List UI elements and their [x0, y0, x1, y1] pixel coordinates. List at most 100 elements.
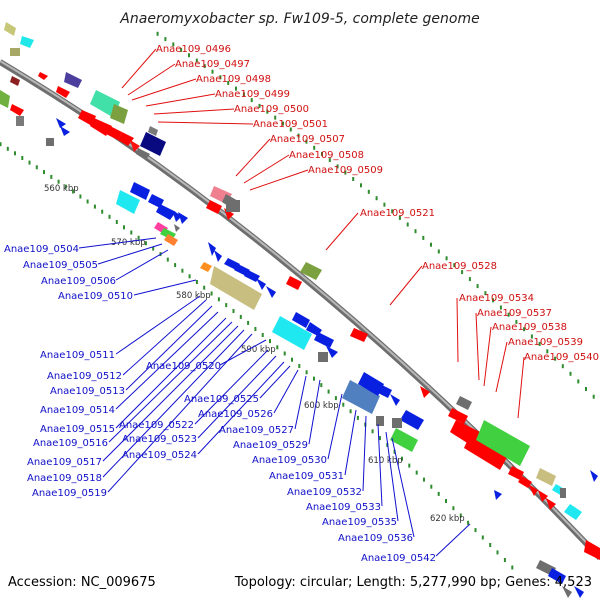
gene-label-0524[interactable]: Anae109_0524	[122, 450, 197, 461]
gene-label-0532[interactable]: Anae109_0532	[287, 487, 362, 498]
forward-leader-lines	[121, 48, 525, 419]
gc-tick	[507, 312, 510, 317]
gc-tick	[282, 121, 284, 126]
gc-tick	[152, 246, 155, 251]
gene-label-0519[interactable]: Anae109_0519	[32, 488, 107, 499]
gene-label-0527[interactable]: Anae109_0527	[219, 425, 294, 436]
gc-tick	[334, 396, 337, 401]
gene-label-0537[interactable]: Anae109_0537	[477, 308, 552, 319]
gc-tick	[489, 543, 492, 547]
gc-tick	[391, 209, 394, 214]
gene-label-0504[interactable]: Anae109_0504	[4, 244, 79, 255]
gc-tick	[398, 215, 401, 220]
gc-tick	[408, 463, 411, 468]
gc-tick	[461, 270, 464, 275]
gene-label-0511[interactable]: Anae109_0511	[40, 350, 115, 361]
gene-label-0536[interactable]: Anae109_0536	[338, 533, 413, 544]
gc-tick	[203, 285, 206, 290]
scale-label-620: 620 kbp	[430, 514, 465, 524]
gc-tick	[195, 280, 198, 284]
gene-label-0496[interactable]: Anae109_0496	[156, 44, 231, 55]
gc-tick	[254, 327, 257, 331]
gc-tick	[211, 69, 214, 74]
gene-label-0542[interactable]: Anae109_0542	[361, 553, 436, 564]
gc-tick	[86, 199, 89, 204]
gc-tick	[57, 179, 60, 184]
gc-tick	[538, 341, 541, 346]
gene-label-0518[interactable]: Anae109_0518	[27, 473, 102, 484]
gene-label-0516[interactable]: Anae109_0516	[33, 438, 108, 449]
gc-tick	[298, 364, 301, 368]
gene-label-0528[interactable]: Anae109_0528	[422, 261, 497, 272]
gc-tick	[344, 170, 347, 175]
gc-tick	[123, 225, 125, 230]
gc-tick	[305, 370, 308, 375]
gene-label-0530[interactable]: Anae109_0530	[252, 455, 327, 466]
gene-label-0514[interactable]: Anae109_0514	[40, 405, 115, 416]
gc-tick	[367, 189, 370, 194]
gene-label-0538[interactable]: Anae109_0538	[492, 322, 567, 333]
gc-tick	[269, 339, 271, 344]
gene-label-0515[interactable]: Anae109_0515	[40, 424, 115, 435]
gene-label-0497[interactable]: Anae109_0497	[175, 59, 250, 70]
gc-tick	[305, 139, 308, 144]
gc-tick	[554, 356, 557, 361]
gene-label-0531[interactable]: Anae109_0531	[269, 471, 344, 482]
gene-label-0525[interactable]: Anae109_0525	[184, 394, 259, 405]
gene-label-0499[interactable]: Anae109_0499	[215, 89, 290, 100]
gc-tick	[289, 127, 292, 132]
gene-label-0534[interactable]: Anae109_0534	[459, 293, 534, 304]
gene-label-0522[interactable]: Anae109_0522	[119, 420, 194, 431]
gc-tick	[414, 229, 417, 234]
gene-label-0526[interactable]: Anae109_0526	[198, 409, 273, 420]
gene-label-0509[interactable]: Anae109_0509	[308, 165, 383, 176]
scale-label-610: 610 kbp	[368, 456, 403, 466]
gc-tick	[291, 357, 293, 362]
gene-label-0533[interactable]: Anae109_0533	[306, 502, 381, 513]
gc-tick	[174, 263, 177, 268]
gc-tick	[468, 277, 471, 282]
gene-label-0508[interactable]: Anae109_0508	[289, 150, 364, 161]
gc-tick	[137, 235, 140, 240]
scale-label-560: 560 kbp	[44, 184, 79, 194]
gene-label-0498[interactable]: Anae109_0498	[196, 74, 271, 85]
gc-tick	[406, 222, 409, 227]
gene-label-0517[interactable]: Anae109_0517	[27, 457, 102, 468]
gc-tick	[546, 349, 549, 354]
gc-tick	[250, 98, 253, 103]
gene-label-0506[interactable]: Anae109_0506	[41, 276, 116, 287]
gene-label-0535[interactable]: Anae109_0535	[322, 517, 397, 528]
gc-track-inner	[0, 142, 514, 570]
gene-label-0520[interactable]: Anae109_0520	[146, 361, 221, 372]
gene-label-0529[interactable]: Anae109_0529	[233, 440, 308, 451]
gc-tick	[453, 263, 456, 268]
gc-tick	[327, 389, 330, 394]
scale-label-600: 600 kbp	[304, 401, 339, 411]
scale-label-590: 590 kbp	[241, 345, 276, 355]
gene-label-0540[interactable]: Anae109_0540	[524, 352, 599, 363]
gc-track-outer	[156, 31, 595, 399]
gc-tick	[188, 274, 191, 279]
gc-tick	[503, 558, 506, 562]
gene-label-0539[interactable]: Anae109_0539	[508, 337, 583, 348]
gene-label-0500[interactable]: Anae109_0500	[234, 104, 309, 115]
gene-label-0505[interactable]: Anae109_0505	[23, 260, 98, 271]
gene-label-0507[interactable]: Anae109_0507	[270, 134, 345, 145]
gc-tick	[210, 291, 213, 296]
gene-features	[0, 22, 600, 598]
gc-tick	[64, 184, 67, 189]
gc-tick	[195, 58, 198, 63]
gene-label-0513[interactable]: Anae109_0513	[50, 386, 125, 397]
gene-label-0510[interactable]: Anae109_0510	[58, 291, 133, 302]
gene-label-0512[interactable]: Anae109_0512	[47, 371, 122, 382]
gc-tick	[276, 345, 279, 350]
gc-tick	[422, 235, 425, 240]
gene-label-0523[interactable]: Anae109_0523	[122, 434, 197, 445]
gene-label-0501[interactable]: Anae109_0501	[253, 119, 328, 130]
map-title: Anaeromyxobacter sp. Fw109-5, complete g…	[119, 11, 479, 27]
gc-tick	[352, 177, 355, 181]
gene-label-0521[interactable]: Anae109_0521	[360, 208, 435, 219]
gc-tick	[437, 249, 440, 254]
gc-tick	[217, 297, 220, 302]
